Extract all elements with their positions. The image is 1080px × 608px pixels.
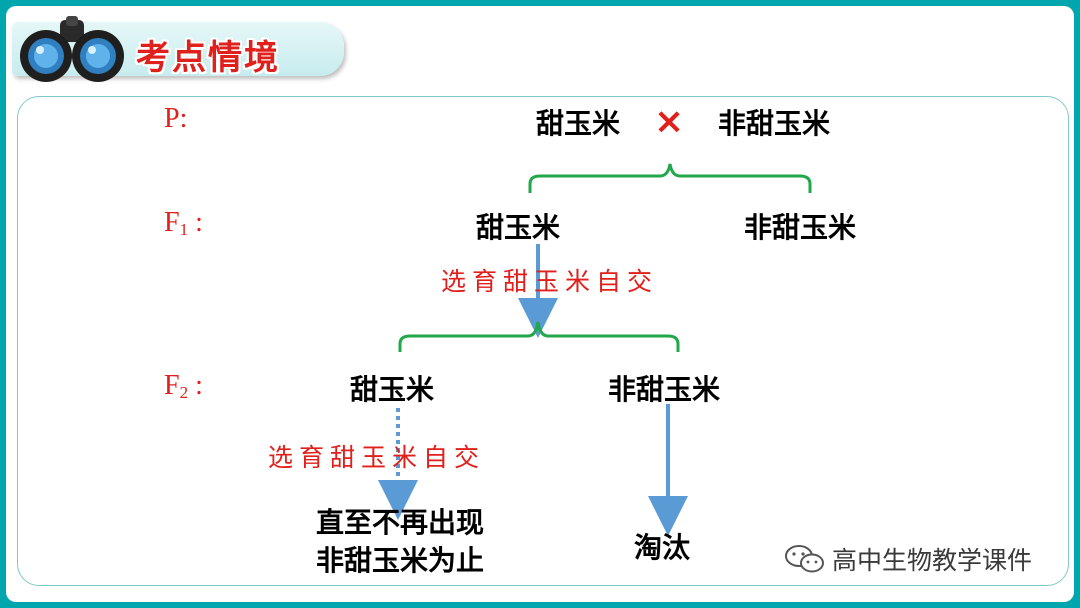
f2-selfing-note: 选育甜玉米自交 <box>268 443 486 472</box>
f1-selfing-note: 选育甜玉米自交 <box>441 267 659 296</box>
parent-sweet-corn: 甜玉米 <box>536 107 621 140</box>
page-title: 考点情境 <box>136 38 280 78</box>
brace-p-f1 <box>528 163 812 193</box>
cross-symbol: × <box>654 101 685 142</box>
f2-sweet-corn: 甜玉米 <box>350 373 435 406</box>
wechat-icon <box>785 545 824 573</box>
outcome-eliminate: 淘汰 <box>634 531 691 564</box>
outcome-line-1: 直至不再出现 <box>316 506 485 539</box>
gen-label-f1: F1 : <box>164 207 203 239</box>
outcome-line-2: 非甜玉米为止 <box>316 544 485 577</box>
gen-label-p: P: <box>164 103 188 134</box>
diagram-panel <box>17 96 1069 586</box>
watermark: 高中生物教学课件 <box>784 541 1032 577</box>
brace-f1-f2 <box>398 321 680 352</box>
f1-nonsweet-corn: 非甜玉米 <box>744 211 857 244</box>
watermark-text: 高中生物教学课件 <box>832 546 1033 575</box>
f2-nonsweet-corn: 非甜玉米 <box>608 373 721 406</box>
binoculars-icon <box>20 16 124 82</box>
parent-nonsweet-corn: 非甜玉米 <box>718 107 831 140</box>
f1-sweet-corn: 甜玉米 <box>476 211 561 244</box>
outcome-until-no-nonsweet: 直至不再出现 非甜玉米为止 <box>316 504 484 580</box>
gen-label-f2: F2 : <box>164 370 203 402</box>
